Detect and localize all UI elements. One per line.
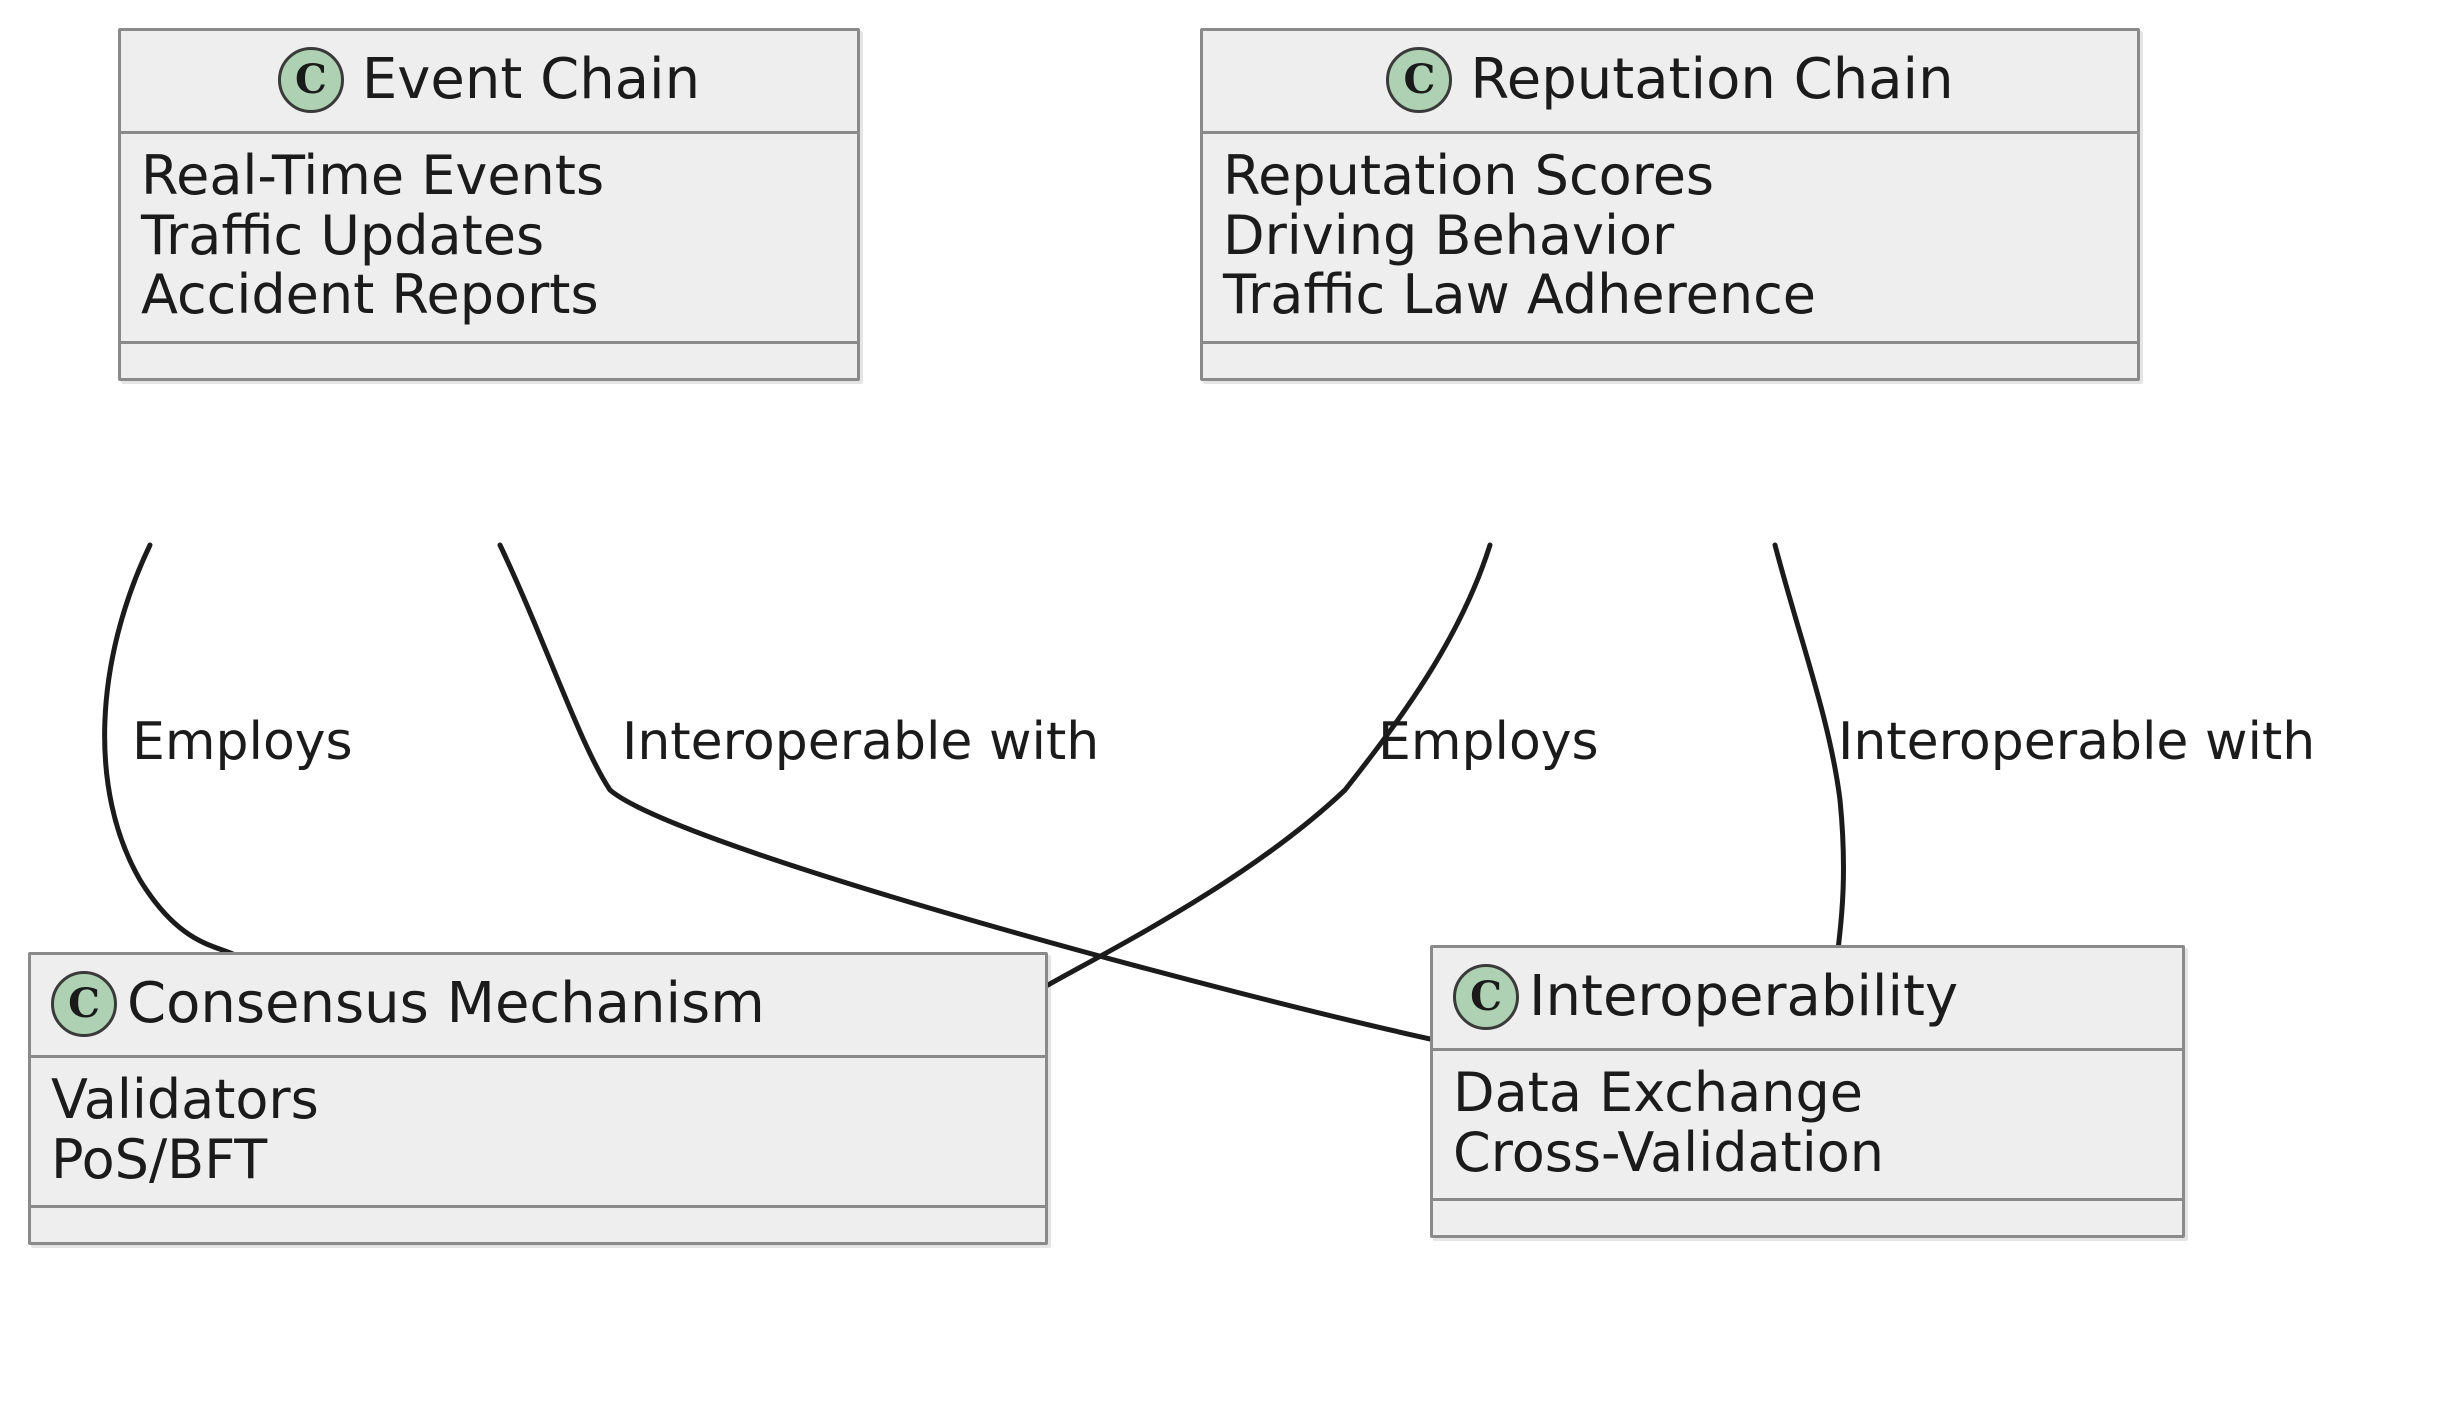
- edge-reputation-chain-to-interoperability: [1772, 542, 1846, 953]
- class-title-event-chain: Event Chain: [361, 46, 701, 112]
- class-stereotype-icon: C: [51, 971, 117, 1037]
- attribute-item: PoS/BFT: [51, 1127, 268, 1191]
- attribute-item: Reputation Scores: [1223, 144, 1715, 207]
- class-box-event-chain[interactable]: C Event Chain Real-Time Events Traffic U…: [118, 28, 860, 381]
- class-methods-reputation-chain: [1203, 344, 2137, 378]
- class-box-reputation-chain[interactable]: C Reputation Chain Reputation Scores Dri…: [1200, 28, 2140, 381]
- class-header-interoperability: C Interoperability: [1433, 948, 2182, 1051]
- class-title-reputation-chain: Reputation Chain: [1470, 46, 1954, 112]
- class-methods-interoperability: [1433, 1201, 2182, 1235]
- class-box-consensus-mechanism[interactable]: C Consensus Mechanism Validators PoS/BFT: [28, 952, 1048, 1246]
- class-methods-consensus-mechanism: [31, 1208, 1045, 1242]
- class-stereotype-icon: C: [277, 47, 344, 113]
- class-header-event-chain: C Event Chain: [121, 31, 857, 134]
- edge-label-employs-reputation-consensus: Employs: [1378, 712, 1599, 772]
- attribute-item: Real-Time Events: [141, 144, 605, 207]
- class-attributes-interoperability: Data Exchange Cross-Validation: [1433, 1051, 2182, 1202]
- class-attributes-event-chain: Real-Time Events Traffic Updates Acciden…: [121, 134, 857, 344]
- attribute-item: Validators: [51, 1068, 319, 1131]
- attribute-item: Accident Reports: [141, 263, 599, 327]
- attribute-item: Cross-Validation: [1453, 1120, 1884, 1184]
- edge-label-interoperable-reputation-interoperability: Interoperable with: [1838, 712, 2316, 772]
- class-attributes-consensus-mechanism: Validators PoS/BFT: [31, 1058, 1045, 1209]
- class-stereotype-icon: C: [1453, 964, 1519, 1030]
- attribute-item: Driving Behavior: [1223, 203, 1675, 267]
- class-header-reputation-chain: C Reputation Chain: [1203, 31, 2137, 134]
- class-title-consensus-mechanism: Consensus Mechanism: [127, 970, 765, 1036]
- attribute-item: Traffic Updates: [141, 203, 545, 267]
- class-stereotype-icon: C: [1386, 47, 1453, 113]
- attribute-item: Data Exchange: [1453, 1061, 1863, 1124]
- edge-label-employs-event-consensus: Employs: [132, 712, 353, 772]
- class-title-interoperability: Interoperability: [1529, 963, 1959, 1029]
- class-methods-event-chain: [121, 344, 857, 378]
- class-attributes-reputation-chain: Reputation Scores Driving Behavior Traff…: [1203, 134, 2137, 344]
- attribute-item: Traffic Law Adherence: [1223, 263, 1816, 327]
- edge-label-interoperable-event-interoperability: Interoperable with: [622, 712, 1100, 772]
- class-header-consensus-mechanism: C Consensus Mechanism: [31, 955, 1045, 1058]
- class-box-interoperability[interactable]: C Interoperability Data Exchange Cross-V…: [1430, 945, 2185, 1239]
